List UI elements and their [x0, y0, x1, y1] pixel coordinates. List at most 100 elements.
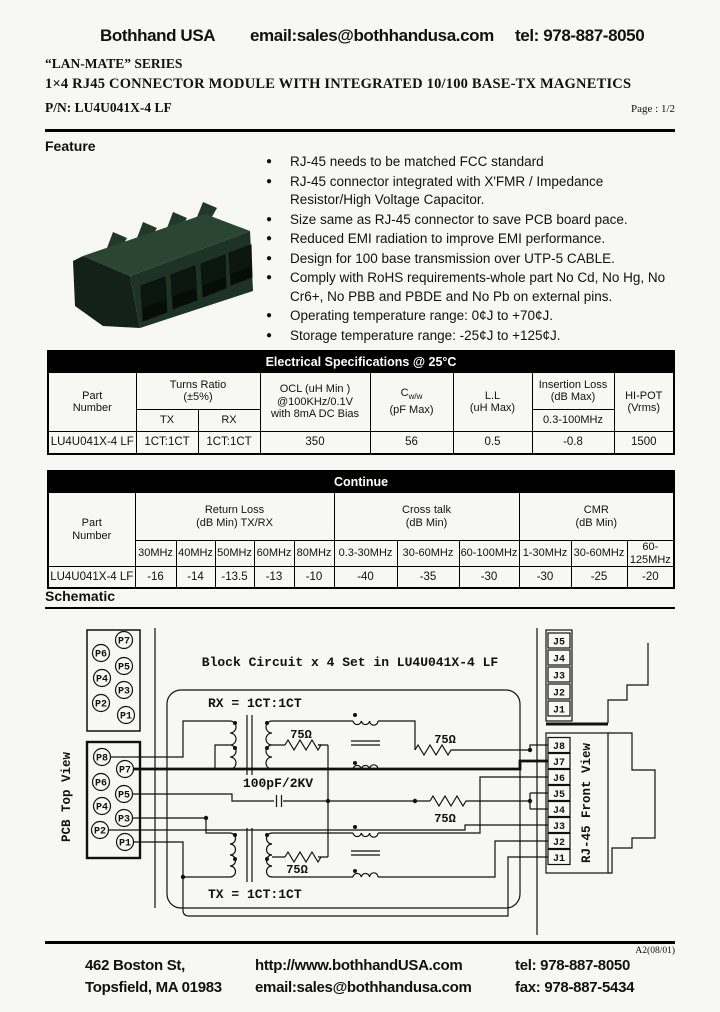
freq-header: 60-100MHz [458, 540, 520, 567]
freq-header: 60-125MHz [626, 540, 675, 567]
polarity-dot [353, 713, 357, 717]
jack-pin-label: J5 [553, 790, 565, 801]
feature-list: RJ-45 needs to be matched FCC standard R… [258, 153, 670, 346]
spec-table: Electrical Specifications @ 25°C Part Nu… [47, 350, 676, 455]
footer-email: email:sales@bothhandusa.com [255, 979, 472, 996]
pin-label: P2 [94, 827, 106, 838]
polarity-dot [265, 721, 269, 725]
junction-dot [203, 815, 209, 821]
polarity-dot [265, 746, 269, 750]
feature-item: RJ-45 connector integrated with X'FMR / … [258, 173, 670, 210]
freq-header: 40MHz [175, 540, 216, 567]
pin-label: P6 [95, 779, 107, 790]
jack-pin-label: J2 [553, 689, 565, 700]
freq-header: 30MHz [134, 540, 177, 567]
group-cmr: CMR (dB Min) [518, 492, 675, 541]
tx-common-mode-choke [351, 825, 380, 878]
freq-header: 80MHz [293, 540, 335, 567]
jack-pin-label: J4 [553, 655, 565, 666]
value-cell: -35 [396, 566, 460, 588]
product-photo [55, 186, 260, 339]
col-insertion-loss: Insertion Loss (dB Max) [531, 372, 615, 410]
pin-label: P4 [96, 803, 108, 814]
schematic-heading: Schematic [45, 588, 116, 604]
wire-p8 [110, 720, 230, 758]
freq-header: 30-60MHz [570, 540, 628, 567]
wire-to-j6 [272, 776, 548, 834]
wire-p1 [133, 841, 548, 917]
wire-j5-j4-bracket [529, 792, 548, 810]
revision-code: A2(08/01) [635, 946, 675, 956]
jack-pin-label: J5 [553, 638, 565, 649]
col-rx: RX [197, 409, 261, 432]
rj45-pinout-top: J5 J4 J3 J2 J1 [545, 629, 649, 726]
wire-p7-thick [133, 759, 548, 771]
wires [108, 720, 548, 917]
schematic-diagram: Block Circuit x 4 Set in LU4U041X-4 LF R… [60, 628, 656, 935]
freq-header: 60MHz [253, 540, 295, 567]
polarity-dot [265, 833, 269, 837]
col-il-range: 0.3-100MHz [531, 409, 615, 432]
page-title: 1×4 RJ45 CONNECTOR MODULE WITH INTEGRATE… [45, 76, 632, 92]
wire-p3 [132, 817, 230, 834]
header-divider [45, 129, 675, 132]
pin-label: P1 [120, 712, 132, 723]
value-cell: -30 [518, 566, 572, 588]
pin-label: P3 [118, 687, 130, 698]
group-crosstalk: Cross talk (dB Min) [333, 492, 520, 541]
footer-address-line1: 462 Boston St, [85, 957, 185, 974]
cell-part: LU4U041X-4 LF [47, 566, 136, 588]
block-outline [166, 689, 521, 909]
part-number: P/N: LU4U041X-4 LF [45, 100, 172, 115]
pin-label: P5 [118, 791, 130, 802]
spec-table-title: Electrical Specifications @ 25°C [47, 350, 675, 373]
rj45-profile-top [607, 643, 649, 723]
cell-part: LU4U041X-4 LF [47, 431, 137, 454]
freq-header: 0.3-30MHz [333, 540, 398, 567]
schematic-divider [45, 607, 675, 609]
feature-item: Design for 100 base transmission over UT… [258, 250, 670, 269]
pin-label: P5 [118, 663, 130, 674]
cell-rx: 1CT:1CT [197, 431, 261, 454]
jack-pin-label: J1 [553, 854, 565, 865]
jack-pin-label: J6 [553, 774, 565, 785]
company-name: Bothhand USA [100, 26, 216, 45]
rx-resistor [284, 738, 323, 752]
jack-pin-label: J2 [553, 838, 565, 849]
series-name: “LAN-MATE” SERIES [45, 56, 183, 71]
wire-to-j2 [272, 840, 548, 878]
footer-tel: tel: 978-887-8050 [515, 957, 630, 974]
value-cell: -10 [293, 566, 335, 588]
junction-dot [527, 798, 533, 804]
col-hipot: HI-POT (Vrms) [613, 372, 675, 432]
rj45-profile-bottom [608, 732, 656, 874]
junction-dot [325, 798, 331, 804]
pcb-view-label: PCB Top View [60, 751, 74, 842]
pin-label: P1 [119, 839, 131, 850]
resistor-label: 75Ω [434, 812, 456, 826]
col-ll: L.L (uH Max) [452, 372, 533, 432]
junction-dot [180, 874, 186, 880]
cmr-resistor [429, 794, 530, 808]
continue-table-title: Continue [47, 470, 675, 493]
resistor-label: 75Ω [290, 728, 312, 742]
col-turns-ratio: Turns Ratio (±5%) [135, 372, 261, 410]
polarity-dot [353, 825, 357, 829]
junction-dot [527, 747, 533, 753]
col-ocl: OCL (uH Min ) @100KHz/0.1V with 8mA DC B… [259, 372, 371, 432]
resistor-label: 75Ω [434, 733, 456, 747]
jack-pin-label: J3 [553, 672, 565, 683]
pin-label: P3 [118, 815, 130, 826]
cell-cww: 56 [369, 431, 454, 454]
cell-ocl: 350 [259, 431, 371, 454]
col-cww: Cw/w(pF Max) [369, 372, 454, 432]
jack-pin-label: J3 [553, 822, 565, 833]
block-title: Block Circuit x 4 Set in LU4U041X-4 LF [202, 655, 499, 670]
header-email: email:sales@bothhandusa.com [250, 26, 494, 45]
continue-table-row: LU4U041X-4 LF -16 -14 -13.5 -13 -10 -40 … [47, 566, 675, 588]
value-cell: -30 [458, 566, 520, 588]
tx-resistor [284, 850, 322, 864]
jack-pin-label: J7 [553, 758, 565, 769]
cell-il: -0.8 [531, 431, 615, 454]
